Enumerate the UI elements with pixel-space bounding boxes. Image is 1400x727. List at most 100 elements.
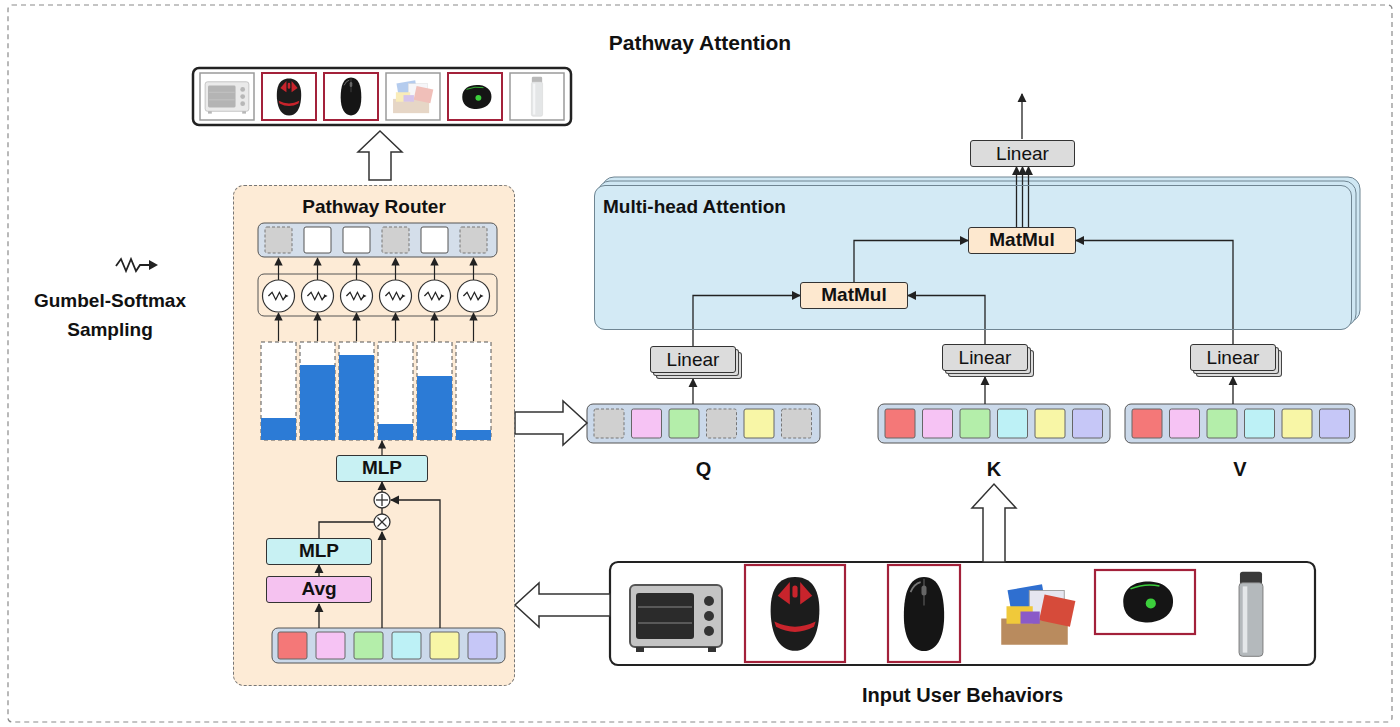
behavior-tokens — [278, 632, 307, 659]
arrow-connector — [1076, 241, 1233, 345]
selected-tokens — [460, 227, 487, 253]
linear-box: Linear — [970, 140, 1075, 167]
gumbel-samplers — [463, 292, 483, 299]
behavior-images — [1239, 572, 1263, 657]
gumbel-samplers — [307, 292, 327, 299]
multiply-symbol — [374, 514, 390, 530]
value-token-row — [1170, 409, 1200, 438]
selected-tokens — [258, 223, 497, 257]
gumbel-samplers — [268, 292, 288, 299]
router-wire — [391, 500, 440, 628]
gumbel-samplers — [302, 280, 334, 312]
block-arrow — [972, 484, 1016, 562]
routing-scores-chart — [261, 342, 491, 440]
title-holder: Pathway Attention — [0, 31, 1400, 55]
mlp-box: MLP — [266, 538, 372, 565]
routing-scores-chart — [261, 313, 491, 455]
routing-scores-chart — [434, 313, 435, 341]
gumbel-samplers — [258, 258, 497, 316]
query-token-row — [632, 409, 662, 438]
routing-scores-chart — [300, 342, 335, 440]
router-panel-fill — [233, 185, 515, 686]
selected-items-strip — [277, 78, 301, 115]
selected-items-strip — [393, 80, 433, 113]
arrow-connector — [984, 377, 985, 404]
arrow-connector — [854, 241, 968, 283]
key-token-row — [1073, 409, 1103, 438]
routing-scores-chart — [300, 365, 335, 440]
selected-tokens — [265, 227, 292, 253]
behavior-tokens — [272, 628, 505, 663]
gumbel-samplers — [473, 258, 474, 280]
side-label: Gumbel-Softmax Sampling — [12, 286, 208, 345]
gumbel-samplers — [395, 258, 396, 280]
output-arrow — [1021, 94, 1022, 139]
behavior-tokens — [354, 632, 383, 659]
selected-items-strip — [200, 73, 254, 120]
row-label: V — [1233, 457, 1246, 481]
row-label: Q — [696, 457, 712, 481]
add-symbol — [374, 492, 390, 508]
routing-scores-chart — [378, 342, 413, 440]
behavior-images — [1001, 584, 1075, 645]
arrow-connector — [693, 296, 800, 347]
routing-scores-chart — [456, 342, 491, 440]
panel-heading: Pathway Router — [302, 196, 446, 219]
label-holder: Gumbel-Softmax Sampling — [12, 286, 208, 345]
box-label: Linear — [959, 347, 1012, 369]
panel-heading: Multi-head Attention — [603, 196, 786, 219]
key-token-row — [960, 409, 990, 438]
behavior-tokens — [468, 632, 497, 659]
arrow-connector — [319, 482, 382, 538]
query-token-row — [707, 409, 737, 438]
box-label: Linear — [1207, 347, 1260, 369]
routing-scores-chart — [378, 424, 413, 440]
linear-box: Linear — [650, 346, 736, 373]
box-label: Avg — [301, 578, 336, 601]
gumbel-icon — [116, 259, 158, 271]
selected-tokens — [304, 227, 331, 253]
selected-items-strip — [262, 73, 316, 120]
block-arrow — [515, 401, 587, 445]
gumbel-samplers — [346, 292, 366, 299]
box-label: MatMul — [989, 229, 1054, 252]
gumbel-samplers — [317, 258, 318, 280]
value-token-row — [1245, 409, 1275, 438]
routing-scores-chart — [473, 313, 474, 341]
selected-tokens — [421, 227, 448, 253]
routing-scores-chart — [339, 355, 374, 440]
gumbel-samplers — [434, 258, 435, 280]
behavior-images — [630, 585, 722, 652]
behavior-tokens — [316, 632, 345, 659]
avg-box: Avg — [266, 576, 372, 603]
gumbel-samplers — [419, 280, 451, 312]
routing-scores-chart — [356, 313, 357, 341]
add-symbol — [374, 492, 390, 508]
box-label: Linear — [667, 349, 720, 371]
query-token-row — [782, 409, 812, 438]
attention-panel-fill — [594, 177, 1360, 330]
selected-tokens — [343, 227, 370, 253]
row-label: K — [987, 457, 1001, 481]
value-token-row — [1125, 404, 1355, 443]
figure-title: Pathway Attention — [609, 31, 791, 55]
routing-scores-chart — [261, 355, 491, 440]
selected-items-strip — [448, 73, 502, 120]
gumbel-samplers — [258, 274, 497, 316]
behavior-tokens — [272, 628, 505, 663]
behavior-images — [610, 562, 1315, 665]
behavior-sequence: Input User Behaviors — [610, 562, 1315, 710]
arrow-connector — [692, 379, 693, 404]
box-label: MLP — [362, 457, 402, 480]
routing-scores-chart — [417, 342, 452, 440]
behavior-images — [888, 565, 960, 662]
selected-items-strip — [510, 73, 564, 120]
routing-scores-chart — [417, 376, 452, 440]
routing-scores-chart — [261, 342, 296, 440]
row-label: Input User Behaviors — [862, 683, 1063, 707]
block-arrow — [358, 131, 402, 180]
mlp-box: MLP — [336, 455, 428, 482]
arrow-connector — [318, 565, 319, 576]
routing-scores-chart — [279, 313, 474, 455]
selected-items-strip — [531, 77, 542, 117]
